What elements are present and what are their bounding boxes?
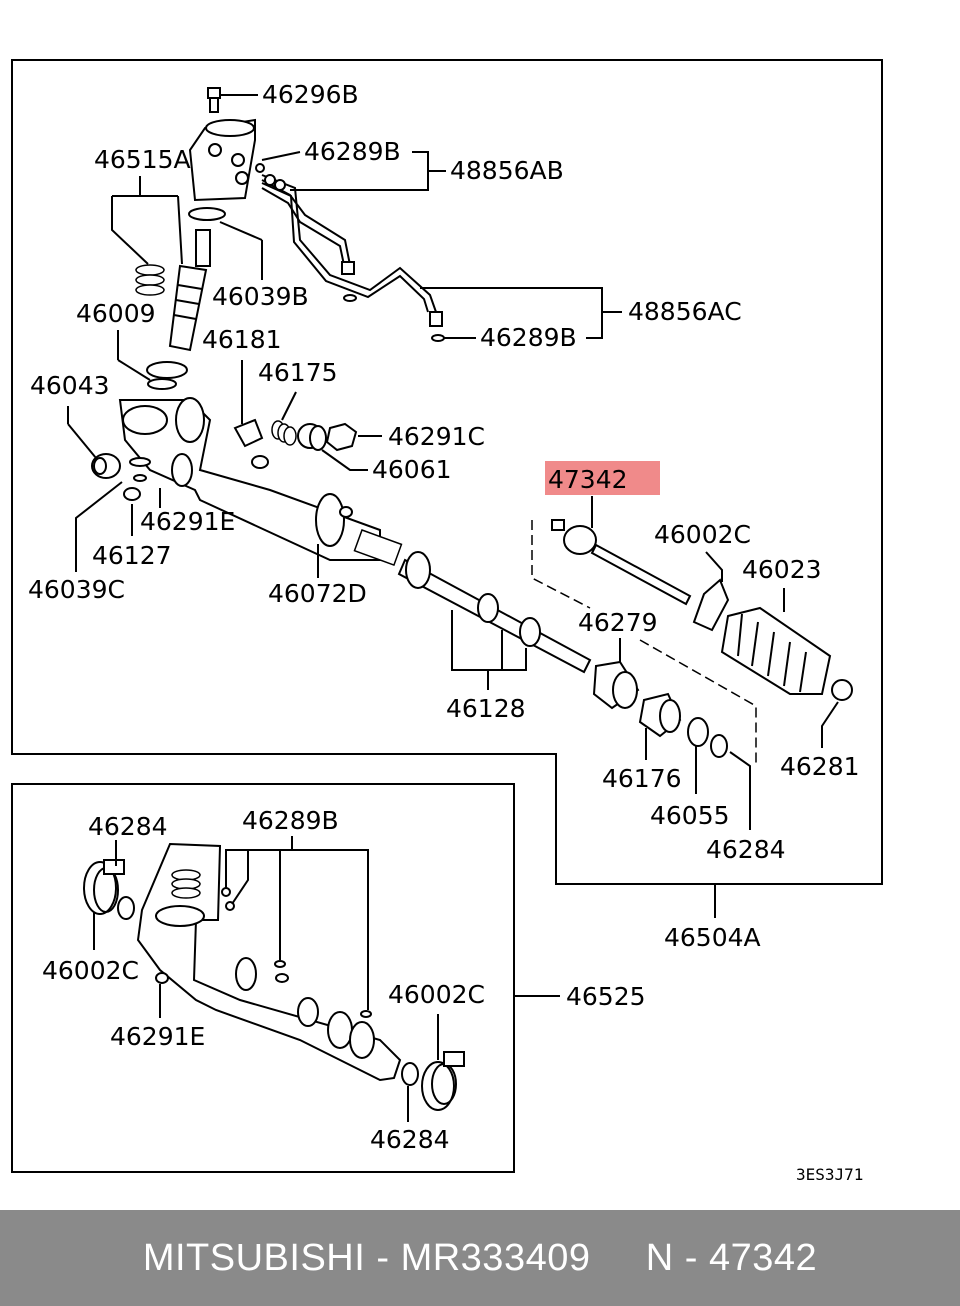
part-label-46289B-mid: 46289B	[480, 323, 577, 352]
lower-clip-left-part	[117, 896, 135, 920]
part-label-46055: 46055	[650, 801, 730, 830]
lock-nut-part	[325, 422, 358, 452]
part-label-46515A: 46515A	[94, 145, 191, 174]
clip-part	[710, 734, 728, 758]
part-label-46181: 46181	[202, 325, 282, 354]
diagram-code: 3ES3J71	[796, 1165, 863, 1184]
leader-lines-upper	[67, 94, 839, 918]
lower-assembly-frame	[11, 783, 515, 1173]
upper-assembly-frame	[11, 59, 883, 885]
lower-clamp-left-part	[83, 859, 125, 915]
highlight-box	[545, 461, 660, 495]
pinion-shaft-part	[168, 229, 211, 352]
part-label-46281: 46281	[780, 752, 860, 781]
part-label-46504A: 46504A	[664, 923, 761, 952]
part-label-46039C: 46039C	[28, 575, 125, 604]
alignment-line	[531, 520, 591, 609]
rack-stopper-part	[638, 692, 682, 738]
part-label-46291C: 46291C	[388, 422, 485, 451]
part-label-46279: 46279	[578, 608, 658, 637]
part-label-46176: 46176	[602, 764, 682, 793]
valve-housing-part	[188, 118, 256, 202]
part-label-46289B-top: 46289B	[304, 137, 401, 166]
pressure-line-part	[255, 163, 445, 342]
part-label-46284-lower-bottom: 46284	[370, 1125, 450, 1154]
seal-part	[188, 207, 226, 221]
bellows-boot-part	[720, 606, 832, 695]
lower-o-rings-part	[221, 887, 372, 1018]
lower-nut-part	[155, 972, 169, 984]
rack-guide-part	[233, 418, 264, 448]
part-label-46291E-top: 46291E	[140, 507, 235, 536]
rack-bar-part	[397, 551, 592, 674]
part-label-46284-right: 46284	[706, 835, 786, 864]
tie-rod-part	[551, 519, 692, 606]
band-clamp-part	[692, 578, 730, 632]
part-label-46127: 46127	[92, 541, 172, 570]
part-label-46072D: 46072D	[268, 579, 367, 608]
steering-gear-exploded-diagram: 46296B 46289B 48856AB 46515A 46039B 4885…	[11, 59, 883, 1184]
part-label-46039B: 46039B	[212, 282, 309, 311]
footer-title: MITSUBISHI - MR333409 N - 47342	[142, 1236, 818, 1279]
bearing-part	[146, 361, 188, 379]
rack-bushing-part	[592, 660, 640, 710]
spring-part	[135, 264, 165, 296]
footer-bar: MITSUBISHI - MR333409 N - 47342	[0, 1210, 960, 1306]
leader-lines-lower	[93, 836, 560, 1122]
part-label-46175: 46175	[258, 358, 338, 387]
part-label-48856AB: 48856AB	[450, 156, 564, 185]
part-label-46002C-lower-right: 46002C	[388, 980, 485, 1009]
part-label-46525: 46525	[566, 982, 646, 1011]
part-label-46023: 46023	[742, 555, 822, 584]
part-label-46284-lower-left: 46284	[88, 812, 168, 841]
lower-clamp-right-part	[421, 1051, 465, 1111]
small-nut-part	[123, 487, 141, 501]
part-label-46296B: 46296B	[262, 80, 359, 109]
bearing-ring-part	[147, 378, 177, 390]
part-label-48856AC: 48856AC	[628, 297, 742, 326]
part-label-46061: 46061	[372, 455, 452, 484]
rack-spring-part	[271, 420, 297, 446]
bushing-part	[91, 453, 121, 479]
adjusting-cap-part	[297, 423, 327, 451]
snap-ring-part	[687, 717, 709, 747]
part-label-46128: 46128	[446, 694, 526, 723]
part-label-46043: 46043	[30, 371, 110, 400]
lower-clip-right-part	[401, 1062, 419, 1086]
part-label-46002C-lower-left: 46002C	[42, 956, 139, 985]
lower-housing-part	[136, 842, 402, 1082]
boot-clip-part	[831, 679, 853, 701]
part-label-47342-highlighted: 47342	[548, 465, 628, 494]
bolt-part	[207, 87, 221, 113]
part-label-46289B-lower: 46289B	[242, 806, 339, 835]
small-ring-part	[133, 474, 147, 482]
part-label-46291E-lower: 46291E	[110, 1022, 205, 1051]
part-label-46009: 46009	[76, 299, 156, 328]
gear-housing-part	[118, 397, 403, 566]
alignment-line	[639, 639, 757, 766]
part-label-46002C-top: 46002C	[654, 520, 751, 549]
small-seal-part	[129, 457, 151, 467]
